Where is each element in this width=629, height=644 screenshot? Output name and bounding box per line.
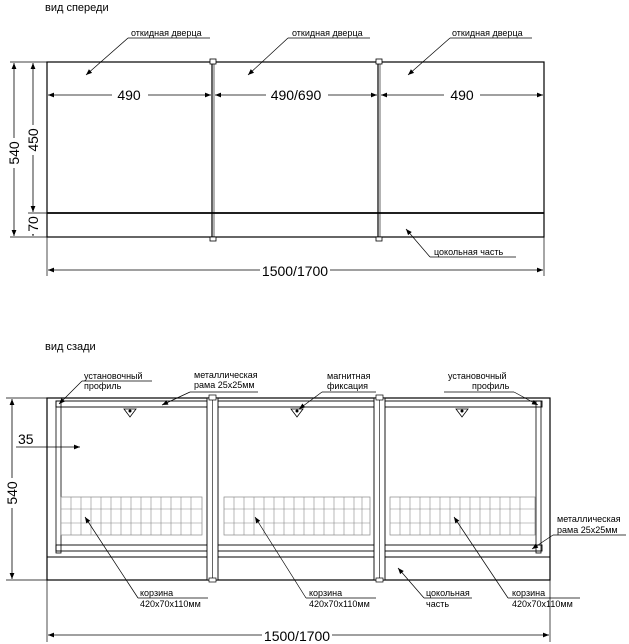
rear-right-frame-leader bbox=[531, 534, 626, 550]
basket-label-left-2: 420х70х110мм bbox=[140, 599, 201, 609]
rear-overall-width: 1500/1700 bbox=[264, 628, 330, 644]
profile-label-left-1: установочный bbox=[84, 371, 143, 381]
front-overall-width-dim bbox=[46, 237, 545, 276]
basket-label-right-1: корзина bbox=[512, 588, 545, 598]
basket-middle bbox=[223, 496, 371, 536]
door-label-leaders bbox=[85, 37, 532, 76]
profile-label-left-2: профиль bbox=[84, 381, 122, 391]
front-plinth-label: цокольная часть bbox=[434, 247, 504, 257]
rear-height-dimension bbox=[4, 397, 47, 581]
rear-plinth-label-2: часть bbox=[426, 599, 449, 609]
rear-top-leaders bbox=[58, 380, 539, 410]
profile-label-right-2: профиль bbox=[472, 381, 510, 391]
rear-panel bbox=[46, 394, 551, 583]
front-width-dimensions bbox=[48, 88, 543, 102]
door-label-right: откидная дверца bbox=[452, 28, 523, 38]
profile-label-right-1: установочный bbox=[448, 371, 507, 381]
front-width-middle: 490/690 bbox=[271, 87, 322, 103]
front-plinth-leader bbox=[405, 228, 516, 258]
magnet-label-2: фиксация bbox=[327, 381, 368, 391]
basket-label-left-1: корзина bbox=[140, 588, 173, 598]
dim-35-label: 35 bbox=[18, 431, 34, 447]
basket-label-middle-1: корзина bbox=[309, 588, 342, 598]
basket-right bbox=[389, 496, 536, 536]
front-height-total: 540 bbox=[6, 141, 22, 165]
magnet-label-1: магнитная bbox=[327, 371, 371, 381]
front-view-title: вид спереди bbox=[45, 2, 109, 14]
front-height-upper: 450 bbox=[25, 128, 41, 152]
door-label-middle: откидная дверца bbox=[292, 28, 363, 38]
frame-label-top-2: рама 25х25мм bbox=[194, 380, 255, 390]
basket-label-right-2: 420х70х110мм bbox=[512, 599, 573, 609]
frame-label-right-1: металлическая bbox=[557, 514, 621, 524]
front-height-dimensions bbox=[6, 61, 47, 238]
door-label-left: откидная дверца bbox=[131, 28, 202, 38]
rear-bottom-leaders bbox=[84, 516, 580, 599]
magnet-catch-icons bbox=[123, 408, 469, 418]
front-height-plinth: 70 bbox=[25, 216, 41, 232]
frame-label-top-1: металлическая bbox=[194, 370, 258, 380]
basket-label-middle-2: 420х70х110мм bbox=[309, 599, 370, 609]
rear-overall-width-dim bbox=[46, 580, 551, 642]
front-width-left: 490 bbox=[117, 87, 141, 103]
frame-label-right-2: рама 25х25мм bbox=[557, 525, 618, 535]
rear-plinth-label-1: цокольная bbox=[426, 588, 470, 598]
basket-left bbox=[60, 496, 203, 536]
rear-height-total: 540 bbox=[4, 481, 20, 505]
front-panel bbox=[46, 58, 545, 242]
front-width-right: 490 bbox=[450, 87, 474, 103]
rear-view-title: вид сзади bbox=[45, 341, 96, 353]
front-overall-width: 1500/1700 bbox=[262, 263, 328, 279]
